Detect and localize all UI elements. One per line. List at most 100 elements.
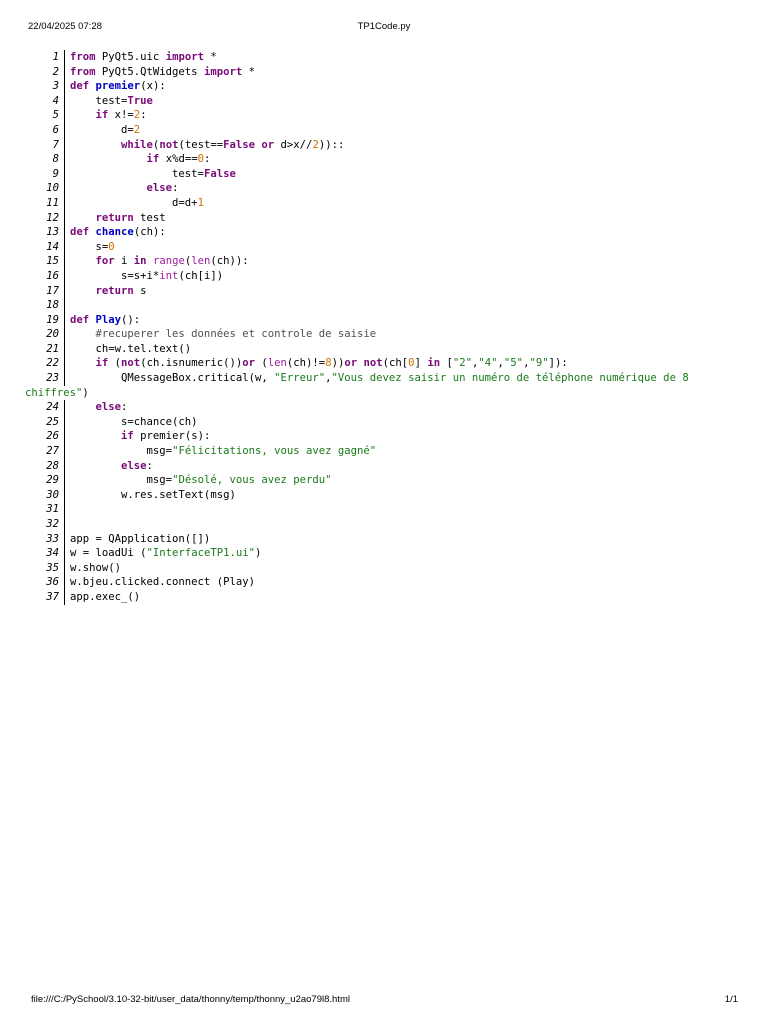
line-number: 1: [52, 51, 59, 63]
code-token: len: [267, 357, 287, 370]
code-token: msg=: [70, 445, 173, 458]
code-token: (ch[i]): [178, 269, 224, 282]
code-token: premier(s):: [133, 430, 211, 443]
code-token: (x):: [140, 80, 166, 93]
code-line: 23 QMessageBox.critical(w, "Erreur","Vou…: [0, 371, 768, 386]
line-number: 6: [52, 123, 59, 136]
line-number: 34: [46, 547, 59, 560]
line-number: 8: [52, 153, 59, 166]
code-line: 18: [0, 298, 768, 313]
code-token: else: [95, 401, 122, 414]
code-line: 16 s=s+i*int(ch[i]): [0, 268, 768, 284]
code-token: or: [261, 138, 275, 151]
code-token: False: [203, 167, 236, 180]
code-line: 27 msg="Félicitations, vous avez gagné": [0, 444, 768, 459]
code-token: "5": [503, 357, 524, 370]
code-token: [70, 357, 96, 369]
code-text: [64, 517, 76, 532]
code-text: while(not(test==False or d>x//2))::: [64, 137, 344, 153]
code-token: i: [114, 255, 134, 268]
line-number: 32: [46, 518, 59, 530]
code-token: if: [95, 357, 109, 370]
code-text: for i in range(len(ch)):: [64, 254, 249, 269]
line-number: 10: [46, 182, 59, 195]
code-token: in: [133, 255, 147, 268]
code-token: or: [344, 357, 358, 370]
code-text: w.show(): [64, 560, 121, 576]
code-token: s=: [70, 240, 109, 253]
code-token: (: [255, 357, 268, 370]
code-token: not: [121, 357, 141, 370]
code-line: 11 d=d+1: [0, 195, 768, 211]
code-token: ): [254, 547, 262, 560]
code-text: w.bjeu.clicked.connect (Play): [64, 575, 255, 590]
code-line: 12 return test: [0, 210, 768, 226]
code-token: :: [172, 182, 179, 195]
code-token: "Félicitations, vous avez gagné": [172, 445, 377, 458]
code-token: (: [108, 357, 122, 370]
line-number: 14: [46, 240, 59, 253]
code-token: w = loadUi (: [70, 547, 147, 560]
code-token: len: [191, 255, 211, 268]
code-line: 15 for i in range(len(ch)):: [0, 254, 768, 269]
code-text: s=chance(ch): [64, 414, 198, 430]
line-number: 5: [52, 109, 59, 122]
code-token: from: [70, 65, 96, 78]
code-token: [: [440, 357, 453, 370]
code-token: :: [146, 459, 153, 472]
code-token: chiffres": [25, 386, 83, 399]
code-token: QMessageBox.critical(w,: [70, 372, 275, 385]
code-token: 1: [197, 196, 204, 209]
line-number: 7: [52, 138, 59, 151]
code-line: 24 else:: [0, 400, 768, 415]
line-number: 29: [46, 474, 59, 487]
line-number: 25: [46, 415, 59, 428]
code-token: ]):: [548, 357, 568, 370]
code-token: app = QApplication([]): [70, 532, 211, 545]
line-number: 12: [46, 211, 59, 224]
code-token: s: [133, 284, 147, 297]
code-line: 22 if (not(ch.isnumeric())or (len(ch)!=8…: [0, 356, 768, 372]
line-number: 22: [46, 357, 59, 370]
line-number: 9: [52, 167, 59, 180]
code-token: [70, 430, 121, 442]
line-number: 11: [46, 196, 59, 209]
line-number: 24: [46, 401, 59, 414]
code-token: while: [121, 138, 153, 151]
code-token: from: [70, 51, 96, 63]
code-text: if premier(s):: [64, 429, 211, 445]
code-text: w.res.setText(msg): [64, 487, 236, 503]
code-line: 10 else:: [0, 181, 768, 196]
line-number: 3: [52, 80, 59, 93]
code-line: 6 d=2: [0, 122, 768, 138]
code-token: "4": [478, 357, 498, 370]
print-date: 22/04/2025 07:28: [28, 21, 102, 32]
code-token: PyQt5.QtWidgets: [95, 65, 204, 78]
line-number: 19: [46, 313, 59, 326]
code-token: s=chance(ch): [70, 415, 198, 428]
code-token: d>x//: [274, 138, 313, 151]
code-token: s=s+i*: [70, 269, 160, 282]
code-token: 8: [325, 357, 332, 370]
code-token: in: [427, 357, 441, 370]
code-token: :: [121, 401, 128, 414]
code-token: premier: [95, 80, 141, 93]
line-number: 27: [46, 445, 59, 458]
code-line: 25 s=chance(ch): [0, 414, 768, 430]
code-token: else: [146, 182, 173, 195]
line-number: 37: [46, 590, 59, 603]
code-line: 4 test=True: [0, 93, 768, 109]
code-token: test=: [70, 167, 204, 180]
code-text: else:: [64, 181, 178, 196]
code-token: msg=: [70, 474, 173, 487]
page-number: 1/1: [724, 994, 738, 1005]
code-token: if: [121, 430, 134, 443]
code-line: 8 if x%d==0:: [0, 152, 768, 167]
line-number: 31: [46, 503, 59, 516]
code-token: (ch.isnumeric()): [140, 357, 243, 370]
